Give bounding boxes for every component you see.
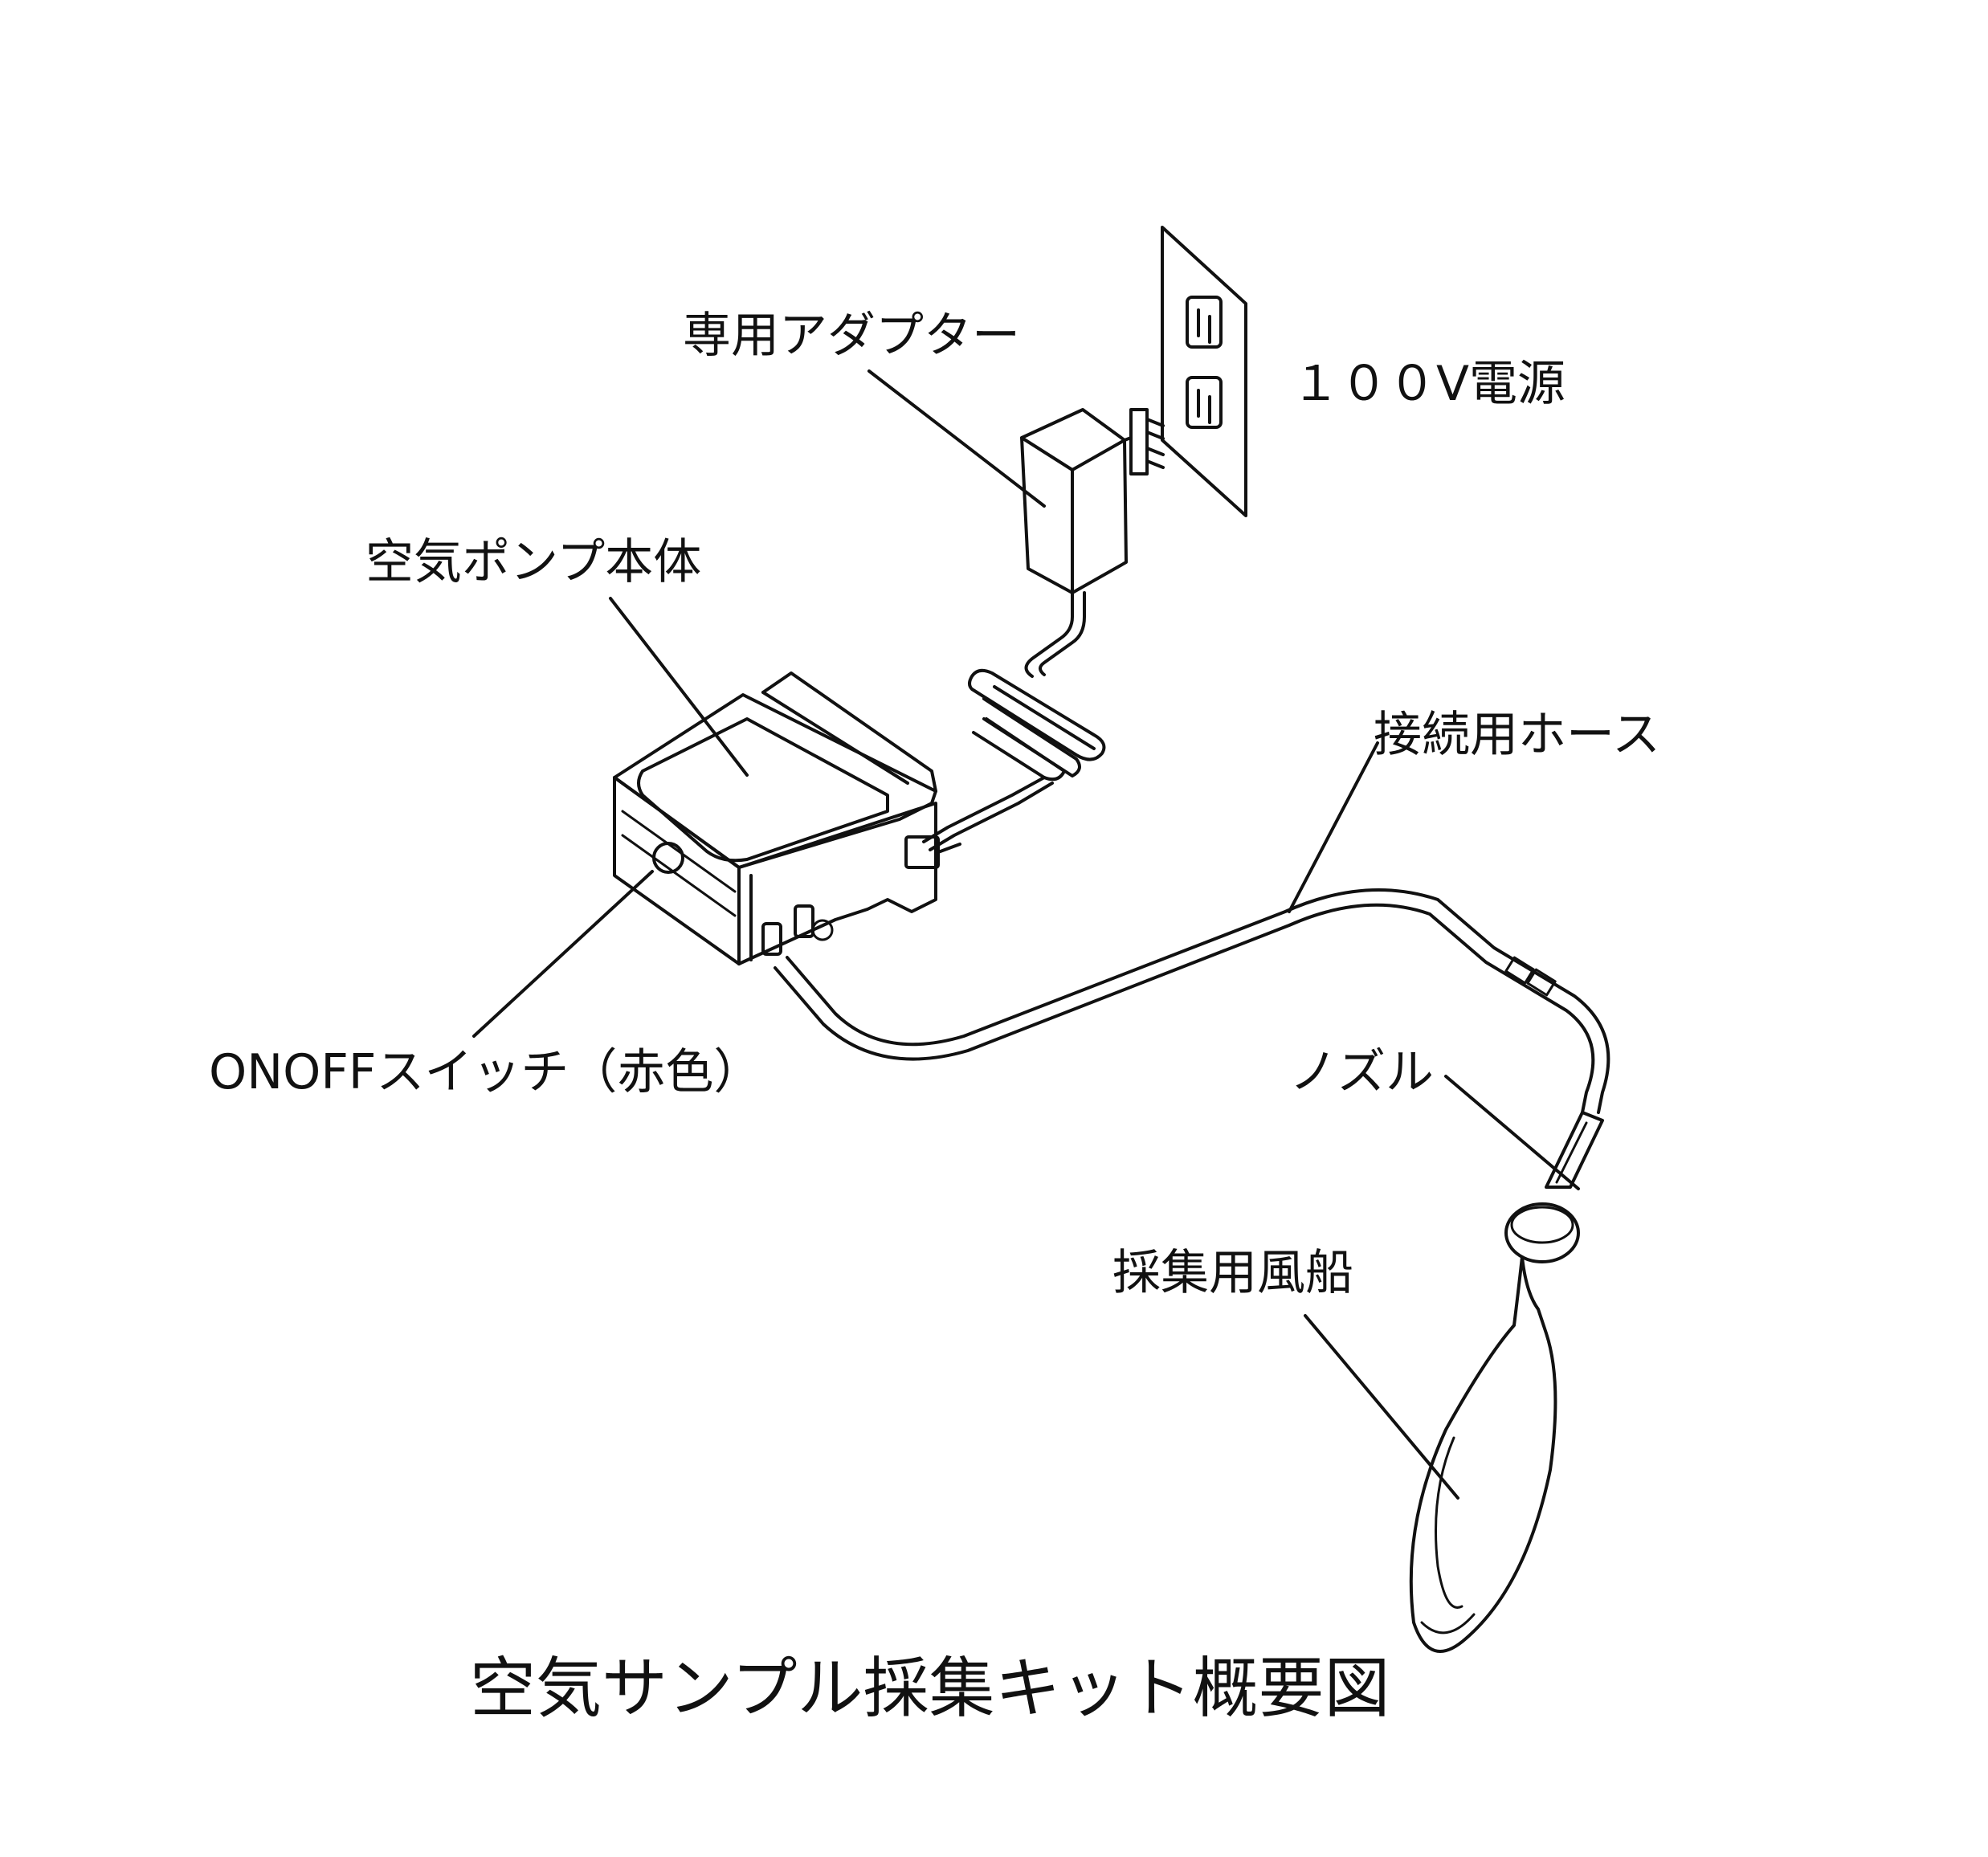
leader-nozzle	[1444, 1075, 1580, 1190]
leader-balloon	[1304, 1314, 1459, 1500]
label-hose: 接続用ホース	[1374, 707, 1660, 763]
label-balloon: 採集用風船	[1112, 1245, 1353, 1301]
air-pump	[613, 671, 961, 965]
figure-caption: 空気サンプル採集キット概要図	[470, 1651, 1390, 1727]
leader-hose	[1288, 741, 1379, 913]
label-nozzle: ノズル	[1289, 1044, 1434, 1100]
label-switch: ONOFFスイッチ（赤色）	[209, 1044, 761, 1100]
leader-pump	[609, 597, 749, 777]
leader-switch	[472, 870, 654, 1038]
ac-adapter	[1020, 408, 1165, 594]
label-power-source: １００V電源	[1292, 356, 1565, 412]
sampling-balloon	[1409, 1202, 1580, 1653]
power-cord	[922, 591, 1106, 851]
leader-lines	[472, 369, 1580, 1500]
label-pump-body: 空気ポンプ本体	[365, 534, 701, 590]
wall-outlet	[1161, 226, 1247, 517]
nozzle	[1545, 1111, 1604, 1189]
leader-adapter	[867, 369, 1046, 508]
label-adapter: 専用アダプター	[683, 308, 1020, 364]
connection-hose	[774, 888, 1610, 1114]
